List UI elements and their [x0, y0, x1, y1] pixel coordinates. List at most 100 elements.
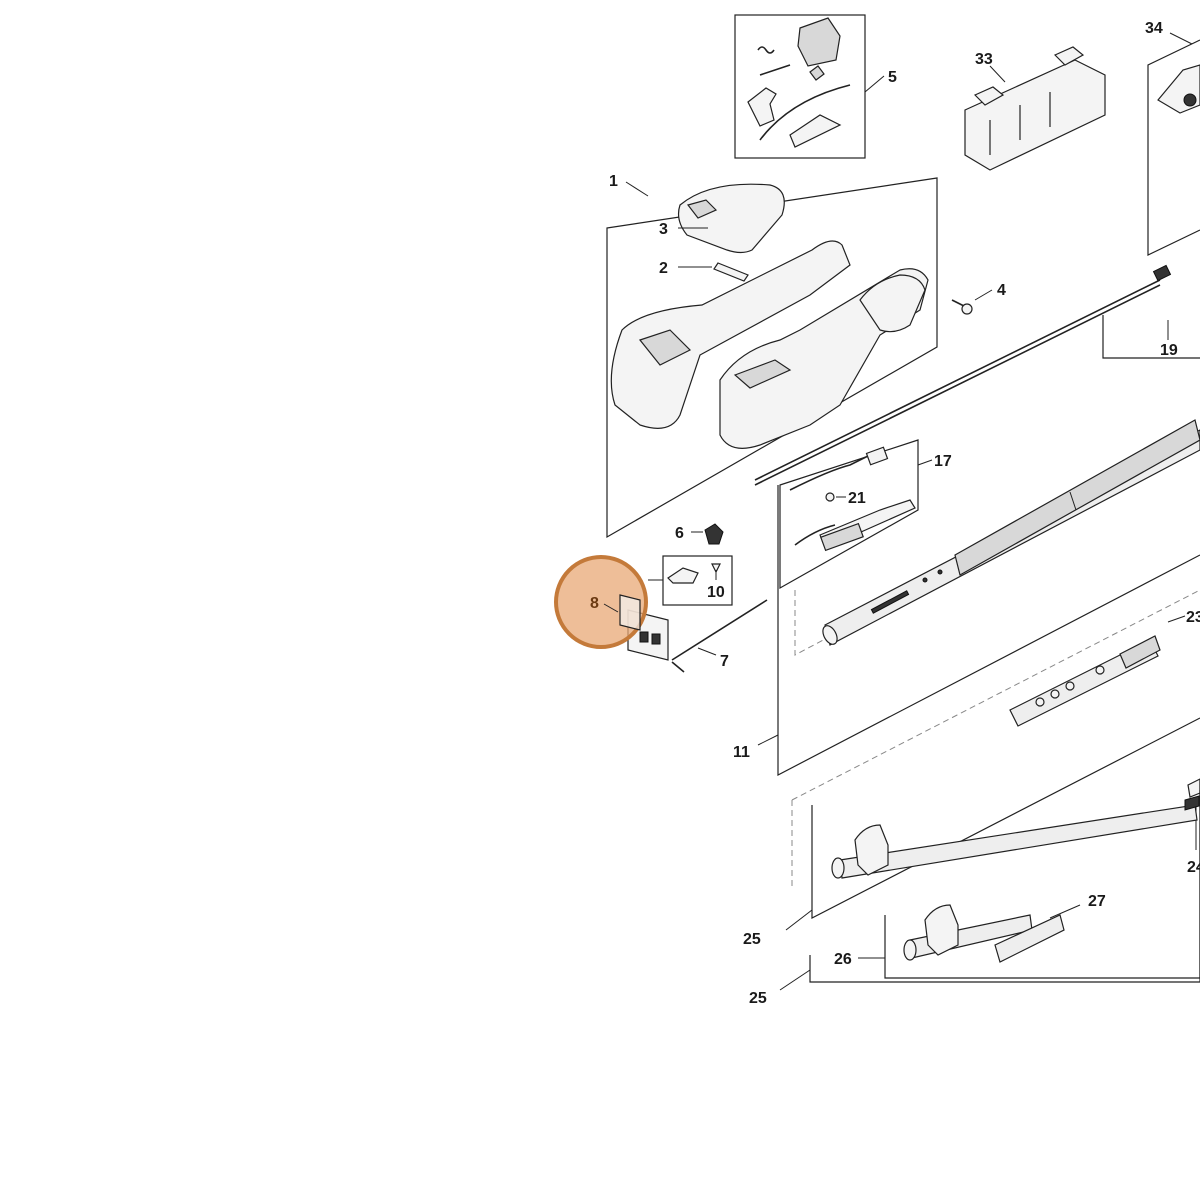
part-5-box	[734, 14, 866, 159]
part-1-box	[606, 177, 938, 539]
callout-3: 3	[659, 221, 668, 238]
holder-slots-part	[989, 92, 1051, 155]
module-8-contact-b	[651, 633, 661, 645]
part-23-group: 23	[1009, 609, 1200, 727]
part-19-group: 19	[754, 264, 1200, 486]
part-4-group: 4	[951, 282, 1006, 315]
callout-19: 19	[1160, 342, 1178, 359]
lead-24	[779, 969, 811, 991]
label-tube-end	[1119, 635, 1161, 669]
callout-25: 26	[834, 951, 852, 968]
part-34-box	[1147, 39, 1200, 256]
tube-21-collar	[854, 824, 889, 876]
small-clip-part	[809, 65, 825, 81]
callout-26: 24	[1187, 859, 1200, 876]
part-11-box	[777, 485, 1200, 776]
clip-part	[713, 262, 749, 282]
lead-11	[757, 734, 779, 746]
right-shell-cavity	[733, 359, 792, 389]
tube-25-end	[903, 939, 917, 961]
lead-7	[697, 647, 717, 656]
callout-7: 7	[720, 653, 729, 670]
lead-1	[625, 181, 649, 197]
module-8-contact-a	[639, 631, 649, 643]
callout-27: 27	[1088, 893, 1106, 910]
wire-7-end	[671, 661, 685, 673]
warning-symbol-d	[1095, 665, 1105, 675]
callout-21: 25	[743, 931, 761, 948]
screw-shaft	[951, 299, 965, 307]
part-1-group: 1 3 2	[606, 173, 938, 539]
left-shell-cavity	[638, 329, 692, 366]
callout-11: 11	[733, 744, 750, 761]
top-cover-part	[677, 183, 785, 254]
part-21-dashed-outline	[791, 589, 1200, 890]
part-5-group: 5	[734, 14, 897, 159]
part-34-knob	[1183, 93, 1197, 107]
lead-27	[1049, 904, 1081, 919]
lead-21	[785, 909, 813, 931]
lever-plate-part	[789, 114, 842, 148]
nut-26	[1187, 778, 1200, 798]
callout-18: 21	[848, 490, 866, 507]
callout-2: 2	[659, 260, 668, 277]
part-34-group: 34	[1145, 20, 1200, 256]
part-17-group: 17 21	[779, 439, 952, 590]
callout-1: 1	[609, 173, 618, 190]
warning-symbol-c	[1065, 681, 1075, 691]
part-34-body	[1157, 64, 1200, 114]
clip-6-part	[704, 523, 724, 545]
grip-end-part	[859, 274, 926, 333]
grip-joint	[1069, 491, 1077, 511]
part-6-group: 6	[675, 523, 724, 545]
callout-5: 5	[888, 69, 897, 86]
tube-25-collar	[924, 904, 959, 956]
screw-head	[961, 303, 973, 315]
lead-34	[1169, 32, 1193, 45]
cable-19-outer	[754, 284, 1161, 486]
lead-8	[603, 603, 619, 613]
lockout-cap-part	[797, 17, 841, 67]
switch-lead-wire	[794, 524, 836, 546]
lead-33	[989, 65, 1006, 83]
callout-4: 4	[997, 282, 1006, 299]
part-21-box	[811, 717, 1200, 919]
callout-24: 25	[749, 990, 767, 1007]
spring-part	[757, 46, 775, 54]
left-shell-part	[610, 240, 851, 429]
part-24-group: 27 26 25	[749, 780, 1200, 1007]
extension-tube-21	[839, 804, 1198, 879]
tube-slot	[870, 590, 910, 614]
switch-connector	[865, 446, 889, 466]
trigger-lever-part	[747, 87, 777, 127]
tube-21-connector	[1184, 795, 1200, 811]
part-25-box	[884, 790, 1200, 979]
holder-tabs-part	[973, 46, 1085, 106]
top-cover-latch	[686, 199, 718, 219]
spring-wire-part	[759, 84, 851, 141]
pin-part	[759, 64, 791, 76]
warning-symbol-a	[1035, 697, 1045, 707]
wire-7	[671, 599, 768, 661]
sleeve-27	[994, 914, 1065, 963]
callout-34: 34	[1145, 20, 1163, 37]
lead-4	[974, 289, 993, 301]
tube-hole-b	[937, 569, 943, 575]
part-10-piece	[711, 563, 721, 574]
part-21-group: 25	[743, 589, 1200, 948]
callout-10: 10	[707, 584, 725, 601]
callout-33: 33	[975, 51, 993, 68]
holder-body-part	[964, 59, 1106, 171]
ribbed-grip	[954, 419, 1200, 576]
main-tube-end	[822, 625, 838, 645]
cable-19-connector	[1152, 264, 1172, 282]
part-33-group: 33	[964, 46, 1106, 171]
tube-hole-a	[922, 577, 928, 583]
part-8-group: 7 8	[554, 555, 768, 673]
part-10-group: 10	[648, 555, 733, 606]
screw-18	[825, 492, 835, 502]
lead-23	[1167, 615, 1186, 623]
lead-5	[864, 75, 885, 93]
part-26-group: 24	[1187, 778, 1200, 876]
